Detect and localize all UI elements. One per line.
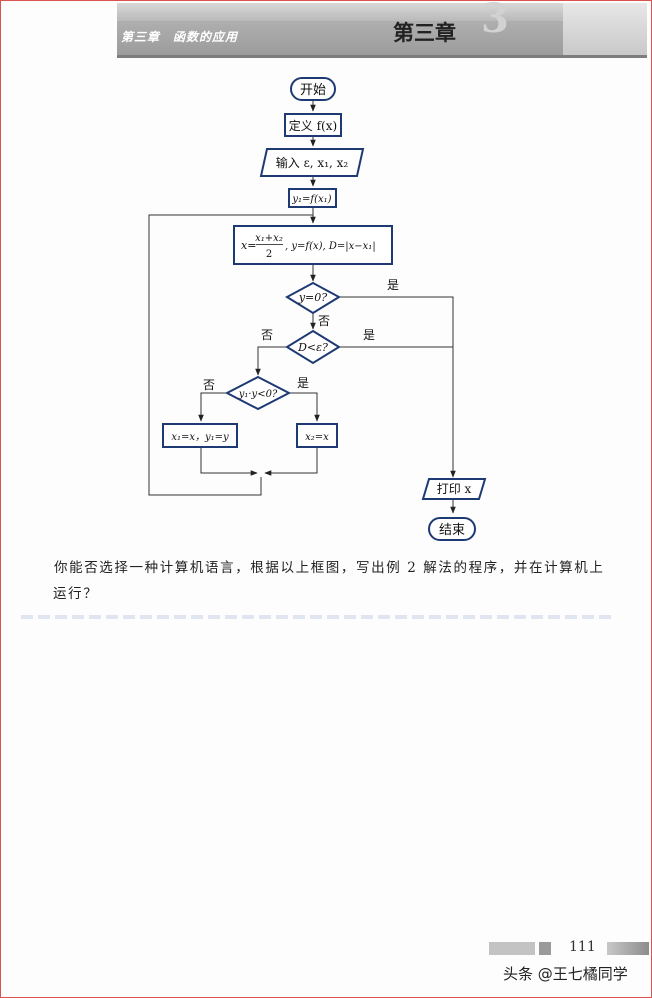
flow-decision-eps: D<ε?	[285, 329, 341, 365]
midpoint-numerator: x₁+x₂	[255, 233, 283, 244]
flow-end: 结束	[428, 517, 476, 541]
label-yes-zero: 是	[387, 278, 399, 292]
label-no-sign: 否	[203, 378, 215, 392]
label-yes-eps: 是	[363, 328, 375, 342]
define-label: 定义 f(x)	[289, 118, 337, 133]
footer-bar-right	[607, 942, 649, 955]
update-x1-label: x₁=x，y₁=y	[171, 432, 229, 443]
flow-print: 打印 x	[421, 478, 487, 500]
chapter-number-graphic: 3	[481, 0, 509, 42]
decision-eps-label: D<ε?	[297, 341, 328, 354]
running-title: 第三章 函数的应用	[121, 30, 239, 44]
assign-y1-label: y₁=f(x₁)	[291, 194, 331, 205]
flow-start: 开始	[290, 77, 336, 101]
decision-zero-label: y=0?	[298, 291, 327, 304]
flow-decision-sign: y₁·y<0?	[224, 375, 292, 411]
chapter-label: 第三章	[393, 21, 456, 45]
flow-connectors	[148, 100, 456, 514]
bisection-flowchart: 开始 定义 f(x) 输入 ε, x₁, x₂ y₁=f(x₁) x= x₁+x…	[148, 77, 487, 541]
flow-decision-zero: y=0?	[284, 281, 342, 315]
print-label: 打印 x	[437, 482, 472, 496]
watermark: 头条 @王七橘同学	[503, 965, 628, 983]
header-band	[117, 3, 647, 58]
chapter-tab	[563, 3, 647, 55]
update-x2-label: x₂=x	[305, 432, 329, 443]
midpoint-prefix: x=	[241, 239, 256, 252]
midpoint-denominator: 2	[266, 249, 272, 260]
exercise-paragraph: 你能否选择一种计算机语言，根据以上框图，写出例 2 解法的程序，并在计算机上运行…	[53, 560, 605, 602]
decision-sign-label: y₁·y<0?	[238, 389, 278, 400]
flow-update-x1: x₁=x，y₁=y	[162, 423, 238, 448]
midpoint-suffix: , y=f(x), D=|x−x₁|	[285, 241, 376, 252]
flow-input: 输入 ε, x₁, x₂	[259, 148, 365, 177]
start-label: 开始	[300, 83, 326, 98]
input-label: 输入 ε, x₁, x₂	[276, 155, 349, 170]
end-label: 结束	[439, 523, 465, 538]
page-number: 111	[569, 939, 596, 955]
dashed-divider	[21, 615, 611, 619]
flow-define: 定义 f(x)	[284, 113, 342, 137]
flow-midpoint: x= x₁+x₂ 2 , y=f(x), D=|x−x₁|	[233, 225, 393, 265]
flow-assign-y1: y₁=f(x₁)	[288, 188, 337, 208]
label-no-zero: 否	[318, 314, 330, 328]
label-no-eps: 否	[261, 328, 273, 342]
footer-bar-dark	[539, 942, 551, 955]
label-yes-sign: 是	[297, 376, 309, 390]
flow-update-x2: x₂=x	[296, 423, 338, 448]
footer-bar	[489, 942, 535, 955]
